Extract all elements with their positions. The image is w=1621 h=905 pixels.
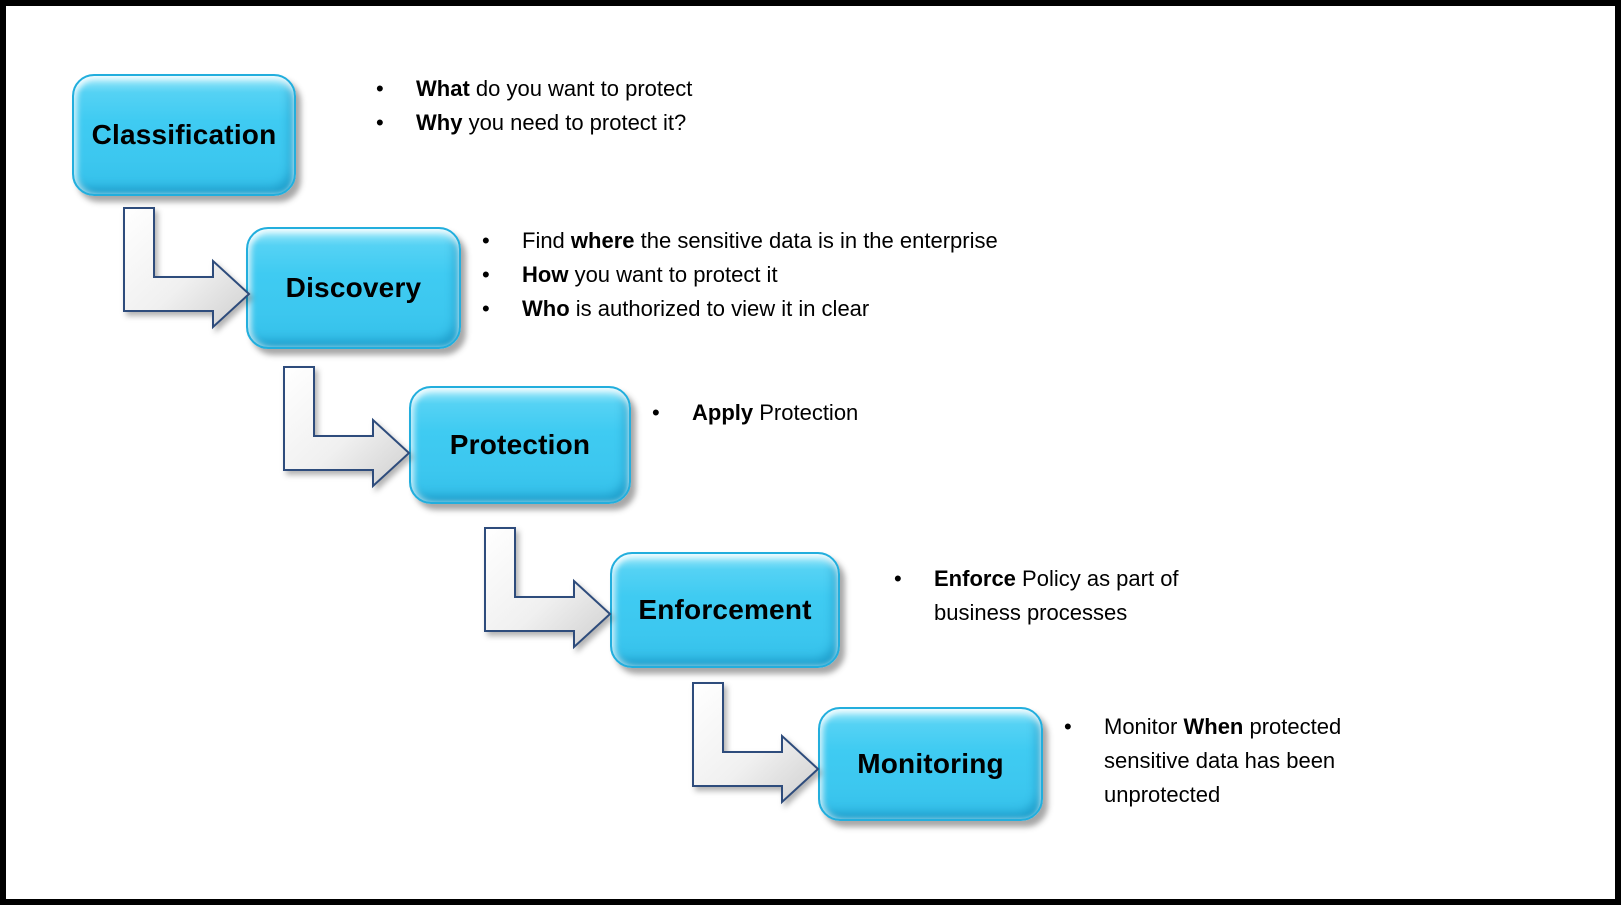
bullet-line: business processes [934,600,1128,625]
bullet-item: Monitor When protected sensitive data ha… [1064,710,1341,812]
bullet-item: What do you want to protect [376,72,692,106]
bullet-line: Find where the sensitive data is in the … [522,228,998,253]
bullet-line: Who is authorized to view it in clear [522,296,870,321]
step-label: Monitoring [857,748,1004,779]
bullet-line: Apply Protection [692,400,859,425]
bent-arrow-icon-4 [692,682,820,805]
bullet-line: What do you want to protect [416,76,693,101]
step-box-classification: Classification [72,74,296,196]
bullet-line: Enforce Policy as part of [934,566,1179,591]
bent-arrow-icon-3 [484,527,612,650]
bullet-group-classification: What do you want to protect Why you need… [376,72,692,140]
step-label: Discovery [285,272,422,303]
step-box-enforcement: Enforcement [610,552,840,668]
bullet-item: Apply Protection [652,396,858,430]
bullet-item: How you want to protect it [482,258,998,292]
bullet-item: Who is authorized to view it in clear [482,292,998,326]
bullet-group-enforcement: Enforce Policy as part of business proce… [894,562,1179,630]
bullet-line: Monitor When protected [1104,714,1342,739]
step-label: Enforcement [638,594,812,625]
step-box-discovery: Discovery [246,227,461,349]
bullet-line: Why you need to protect it? [416,110,687,135]
bent-arrow-icon-2 [283,366,411,489]
bullet-line: sensitive data has been [1104,748,1336,773]
step-box-protection: Protection [409,386,631,504]
step-label: Protection [449,429,591,460]
bullet-line: unprotected [1104,782,1221,807]
bullet-item: Enforce Policy as part of business proce… [894,562,1179,630]
bullet-item: Find where the sensitive data is in the … [482,224,998,258]
bullet-group-protection: Apply Protection [652,396,858,430]
bent-arrow-icon-1 [123,207,251,330]
bullet-line: How you want to protect it [522,262,778,287]
bullet-group-discovery: Find where the sensitive data is in the … [482,224,998,326]
bullet-item: Why you need to protect it? [376,106,692,140]
step-box-monitoring: Monitoring [818,707,1043,821]
step-label: Classification [91,119,277,150]
bullet-group-monitoring: Monitor When protected sensitive data ha… [1064,710,1341,812]
